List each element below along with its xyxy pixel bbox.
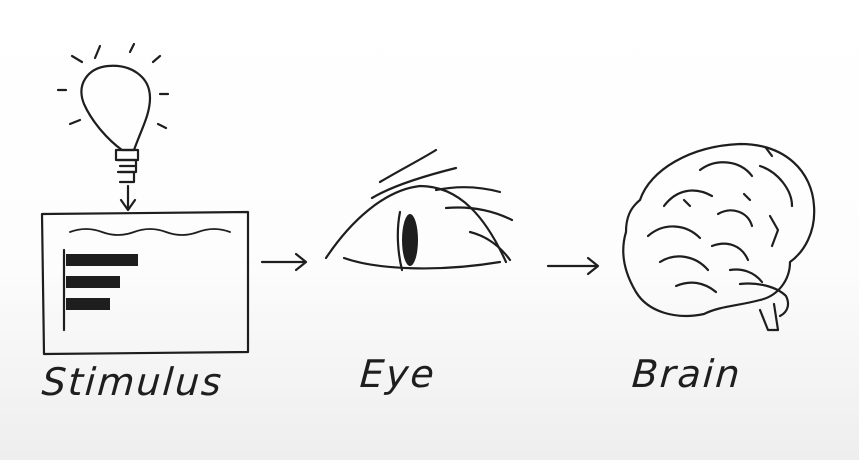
- stimulus-bar-3: [66, 298, 110, 310]
- node-label-stimulus: Stimulus: [40, 360, 225, 404]
- node-label-eye: Eye: [358, 352, 438, 396]
- stimulus-screen: [40, 210, 250, 356]
- node-label-brain: Brain: [630, 352, 744, 396]
- brain-icon: [622, 142, 816, 332]
- eye-icon: [324, 148, 514, 272]
- stimulus-bar-2: [66, 276, 120, 288]
- arrow-bulb-to-stimulus: [119, 184, 137, 212]
- arrow-stimulus-to-eye: [260, 252, 308, 272]
- arrow-eye-to-brain: [546, 256, 600, 276]
- stimulus-bar-1: [66, 254, 138, 266]
- lightbulb-icon: [56, 42, 170, 184]
